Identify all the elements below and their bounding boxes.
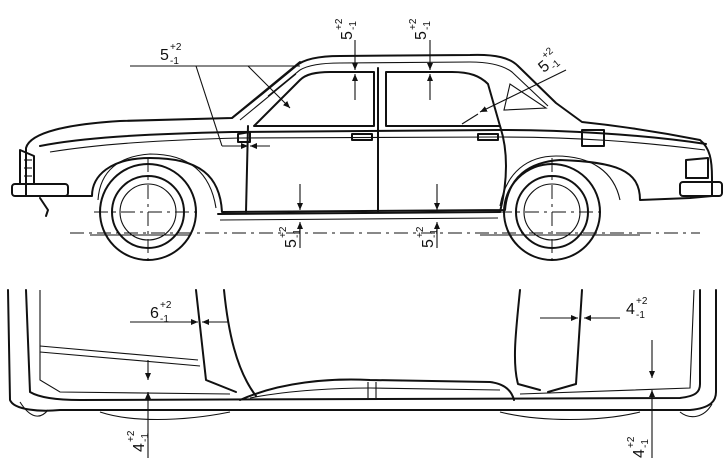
label-roof-front: 5+2-1	[334, 18, 359, 40]
front-door-handle	[351, 133, 373, 141]
rear-bumper	[679, 181, 723, 197]
belt-line	[39, 129, 707, 147]
rear-door-handle	[477, 133, 499, 141]
tow-hook	[39, 197, 49, 217]
label-roof-rear: 5+2-1	[408, 18, 433, 40]
plan-body-outline	[7, 289, 717, 412]
label-sill-front: 5+2-1	[278, 226, 303, 248]
label-door-front-top: 5+2-1	[160, 42, 182, 67]
plan-rear-door-seam	[547, 289, 583, 393]
front-wheel	[94, 158, 202, 266]
quarter-window	[503, 83, 548, 111]
plan-front-seat	[223, 289, 257, 397]
windshield	[231, 61, 301, 119]
rear-wheel	[498, 158, 606, 266]
label-plan-rear-side: 4+2-1	[626, 436, 651, 458]
label-plan-front-gap: 6+2-1	[150, 300, 172, 325]
label-plan-front-side: 4+2-1	[126, 430, 151, 452]
rear-lamp	[685, 157, 709, 179]
label-sill-rear: 5+2-1	[415, 226, 440, 248]
front-grille	[19, 149, 35, 185]
front-door-window	[253, 71, 375, 127]
side-view	[11, 40, 723, 266]
front-bumper	[11, 183, 69, 197]
plan-view	[7, 289, 717, 458]
fuel-filler	[581, 129, 605, 147]
label-plan-rear-gap: 4+2-1	[626, 296, 648, 321]
rear-door-seam	[499, 125, 507, 213]
rear-door-window	[385, 71, 501, 127]
plan-rear-seat	[513, 289, 541, 391]
rear-window-leader	[479, 69, 567, 113]
sill-line	[217, 211, 501, 215]
side-mirror	[237, 131, 251, 143]
plan-front-door-seam	[195, 289, 237, 393]
plan-roof-line	[239, 378, 515, 401]
front-door-seam	[245, 125, 249, 213]
